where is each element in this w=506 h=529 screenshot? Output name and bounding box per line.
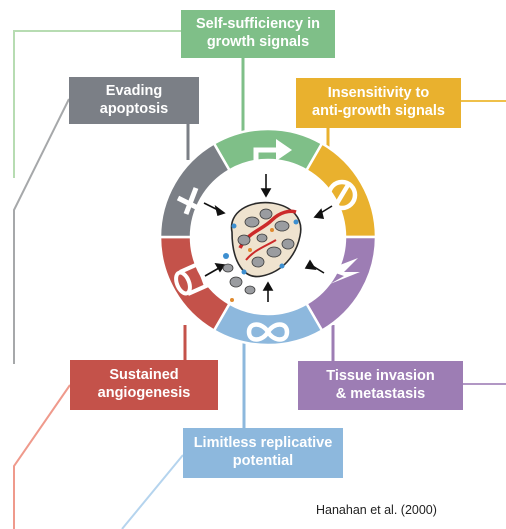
label-insens-line1: Insensitivity to: [327, 85, 430, 102]
label-invasion-line2: & metastasis: [335, 385, 426, 402]
connector-limit: [121, 454, 184, 529]
label-limit-line2: potential: [232, 453, 294, 469]
arrow-icon: [253, 139, 292, 176]
label-invasion-line1: Tissue invasion: [326, 367, 435, 384]
citation: Hanahan et al. (2000): [316, 503, 437, 517]
label-evade-line1: Evading: [105, 82, 163, 99]
tumor-icon: [222, 201, 302, 302]
label-self-line1: Self-sufficiency in: [195, 16, 321, 33]
label-angio-line2: angiogenesis: [97, 385, 191, 401]
connector-evade: [13, 98, 70, 364]
label-angio-line1: Sustained: [109, 367, 179, 384]
zigzag-icon: [327, 258, 360, 284]
label-self-line2: growth signals: [206, 34, 310, 50]
infinity-icon: [246, 322, 290, 342]
hallmark-ring: [158, 127, 378, 347]
no-entry-icon: [326, 179, 358, 211]
label-evade-line2: apoptosis: [99, 100, 169, 117]
label-tissue-invasion: Tissue invasion& metastasis: [298, 361, 463, 410]
label-limit-line1: Limitless replicative: [193, 435, 333, 452]
vessel-icon: [174, 261, 209, 296]
connector-lines: [13, 30, 506, 529]
connector-angio: [13, 384, 71, 529]
pointer-arrows: [203, 174, 333, 302]
cross-icon: [176, 187, 208, 215]
connector-self: [13, 30, 181, 178]
label-insens-line2: anti-growth signals: [312, 103, 445, 119]
